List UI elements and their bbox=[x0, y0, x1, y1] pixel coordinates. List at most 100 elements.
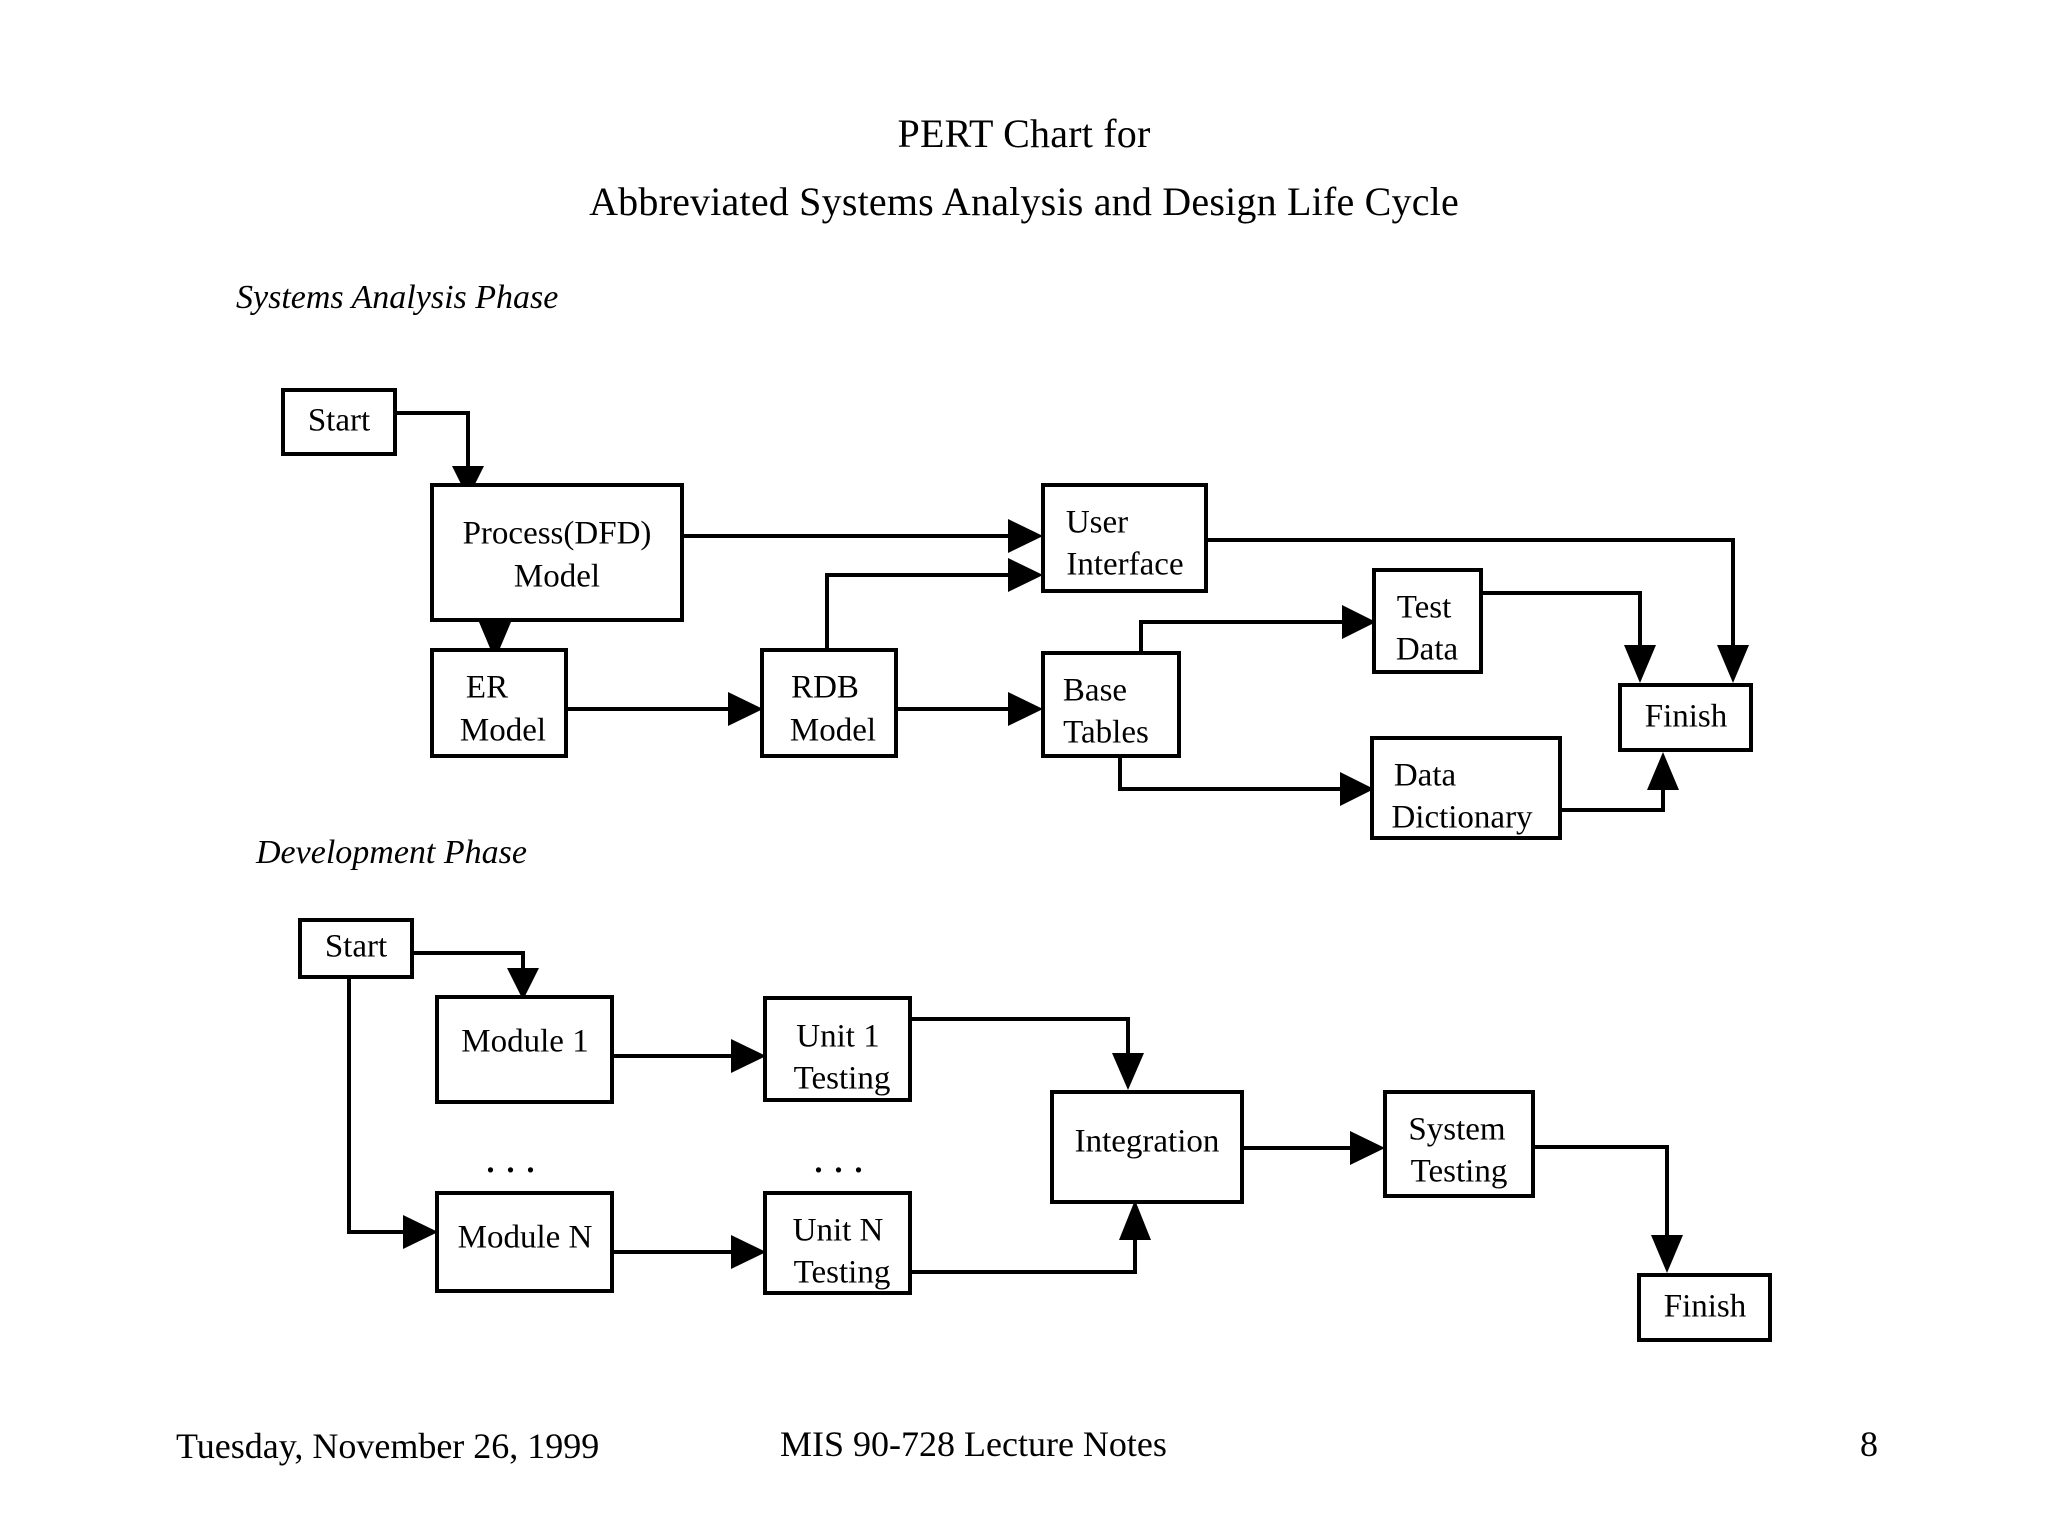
edge-start-to-process-dfd bbox=[395, 411, 470, 472]
node-label-line-1: Unit N bbox=[793, 1213, 884, 1249]
node-box[interactable] bbox=[763, 996, 912, 1102]
node-box[interactable] bbox=[1372, 568, 1483, 674]
node-label-line-1: ER bbox=[466, 670, 508, 706]
footer-center-text: MIS 90-728 Lecture Notes bbox=[780, 1424, 1167, 1464]
node-sa-test-data[interactable]: Test Data bbox=[1372, 568, 1483, 674]
node-sa-user-interface[interactable]: User Interface bbox=[1041, 483, 1208, 593]
node-box[interactable] bbox=[1050, 1090, 1244, 1204]
node-box[interactable] bbox=[1383, 1090, 1535, 1198]
node-label-line-1: Base bbox=[1063, 673, 1127, 709]
ellipsis-modules: ... bbox=[485, 1133, 545, 1182]
edge-dev-start-to-module-n bbox=[347, 977, 405, 1234]
node-label: Module 1 bbox=[461, 1024, 588, 1060]
node-box[interactable] bbox=[281, 388, 397, 456]
node-box[interactable] bbox=[760, 648, 898, 758]
node-label: Start bbox=[325, 929, 387, 965]
edge-unit-1-testing-to-integration bbox=[910, 1017, 1130, 1058]
node-dev-unit-1-testing[interactable]: Unit 1 Testing bbox=[763, 996, 912, 1102]
node-box[interactable] bbox=[1370, 736, 1562, 840]
arrowhead-dev-start-to-module-n bbox=[403, 1215, 438, 1249]
node-dev-unit-n-testing[interactable]: Unit N Testing bbox=[763, 1191, 912, 1295]
arrowhead-user-interface-to-finish bbox=[1717, 645, 1749, 683]
edge-system-testing-to-finish bbox=[1533, 1145, 1669, 1240]
edges-development bbox=[347, 951, 1683, 1274]
footer-page-number: 8 bbox=[1860, 1424, 1878, 1464]
edge-base-tables-to-test-data bbox=[1139, 620, 1344, 653]
node-box[interactable] bbox=[1041, 483, 1208, 593]
ellipsis-units: ... bbox=[813, 1133, 873, 1182]
edge-base-tables-to-data-dictionary bbox=[1118, 756, 1342, 791]
section-development: Start Module 1 Module N Unit 1 Testing U… bbox=[298, 918, 1772, 1342]
node-box[interactable] bbox=[1637, 1273, 1772, 1342]
arrowhead-er-model-to-rdb-model bbox=[728, 692, 763, 726]
edge-data-dictionary-to-finish bbox=[1560, 790, 1665, 812]
node-dev-finish[interactable]: Finish bbox=[1637, 1273, 1772, 1342]
node-box[interactable] bbox=[763, 1191, 912, 1295]
arrowhead-module-1-to-unit-1-testing bbox=[731, 1039, 766, 1073]
arrowhead-rdb-model-to-user-interface bbox=[1008, 558, 1043, 592]
node-sa-data-dictionary[interactable]: Data Dictionary bbox=[1370, 736, 1562, 840]
arrowhead-system-testing-to-finish bbox=[1651, 1235, 1683, 1273]
node-sa-finish[interactable]: Finish bbox=[1618, 683, 1753, 752]
node-sa-rdb-model[interactable]: RDB Model bbox=[760, 648, 898, 758]
title-line-2: Abbreviated Systems Analysis and Design … bbox=[589, 179, 1459, 224]
node-box[interactable] bbox=[1618, 683, 1753, 752]
node-label-line-2: Testing bbox=[794, 1255, 891, 1291]
node-box[interactable] bbox=[1041, 651, 1181, 758]
arrowhead-unit-1-testing-to-integration bbox=[1112, 1053, 1144, 1090]
node-label-line-2: Testing bbox=[794, 1061, 891, 1097]
node-label-line-2: Data bbox=[1396, 632, 1459, 668]
node-dev-module-n[interactable]: Module N bbox=[435, 1191, 614, 1293]
node-label-line-1: Process(DFD) bbox=[463, 516, 652, 552]
arrowhead-base-tables-to-test-data bbox=[1342, 605, 1376, 639]
node-label-line-1: Test bbox=[1397, 590, 1452, 626]
node-label-line-1: System bbox=[1408, 1112, 1506, 1148]
node-sa-er-model[interactable]: ER Model bbox=[430, 648, 568, 758]
arrowhead-start-to-process-dfd bbox=[452, 466, 484, 498]
node-label: Start bbox=[308, 403, 370, 439]
node-box[interactable] bbox=[435, 995, 614, 1104]
node-sa-base-tables[interactable]: Base Tables bbox=[1041, 651, 1181, 758]
section-systems-analysis: Start Process(DFD) Model ER Model RDB Mo… bbox=[281, 388, 1753, 840]
node-label: Module N bbox=[458, 1220, 593, 1256]
node-sa-process-dfd[interactable]: Process(DFD) Model bbox=[430, 483, 684, 622]
phase-label-development: Development Phase bbox=[256, 834, 527, 871]
arrowhead-test-data-to-finish bbox=[1624, 645, 1656, 683]
node-label-line-2: Model bbox=[514, 559, 600, 595]
node-box[interactable] bbox=[435, 1191, 614, 1293]
node-label-line-2: Model bbox=[790, 713, 876, 749]
node-label-line-1: RDB bbox=[791, 670, 859, 706]
arrowhead-module-n-to-unit-n-testing bbox=[731, 1235, 766, 1269]
node-box[interactable] bbox=[430, 648, 568, 758]
arrowhead-data-dictionary-to-finish bbox=[1647, 752, 1679, 790]
arrowhead-unit-n-testing-to-integration bbox=[1119, 1200, 1151, 1240]
node-dev-start[interactable]: Start bbox=[298, 918, 414, 979]
node-dev-module-1[interactable]: Module 1 bbox=[435, 995, 614, 1104]
arrowhead-dev-start-to-module-1 bbox=[507, 968, 539, 1000]
node-dev-system-testing[interactable]: System Testing bbox=[1383, 1090, 1535, 1198]
phase-label-systems-analysis: Systems Analysis Phase bbox=[236, 279, 559, 316]
node-dev-integration[interactable]: Integration bbox=[1050, 1090, 1244, 1204]
footer-date: Tuesday, November 26, 1999 bbox=[176, 1426, 600, 1466]
node-box[interactable] bbox=[430, 483, 684, 622]
node-label-line-2: Dictionary bbox=[1391, 800, 1533, 836]
node-box[interactable] bbox=[298, 918, 414, 979]
node-label: Finish bbox=[1645, 699, 1728, 735]
arrowhead-process-dfd-to-er-model bbox=[479, 622, 511, 660]
arrowhead-integration-to-system-testing bbox=[1350, 1131, 1385, 1165]
node-label-line-1: User bbox=[1066, 505, 1128, 541]
edge-dev-start-to-module-1 bbox=[412, 951, 525, 975]
node-label-line-2: Tables bbox=[1063, 715, 1149, 751]
arrowhead-process-dfd-to-user-interface bbox=[1008, 519, 1043, 553]
node-sa-start[interactable]: Start bbox=[281, 388, 397, 456]
edges-systems-analysis bbox=[395, 411, 1749, 812]
node-label-line-1: Data bbox=[1394, 758, 1457, 794]
arrowhead-base-tables-to-data-dictionary bbox=[1340, 772, 1374, 806]
edge-user-interface-to-finish bbox=[1206, 538, 1735, 650]
node-label-line-2: Testing bbox=[1411, 1154, 1508, 1190]
node-label-line-2: Model bbox=[460, 713, 546, 749]
title-line-1: PERT Chart for bbox=[897, 111, 1151, 156]
node-label: Integration bbox=[1075, 1124, 1220, 1160]
